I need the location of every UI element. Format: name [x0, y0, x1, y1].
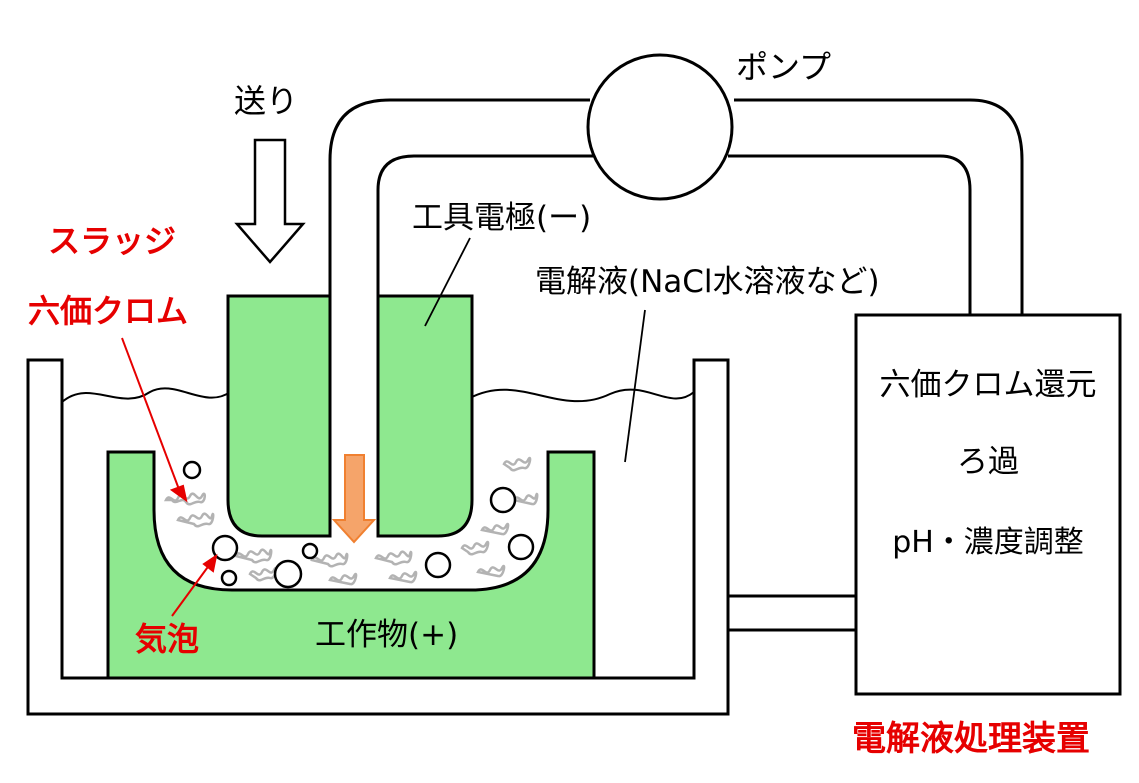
label-treatment-line2: ろ過: [957, 444, 1019, 480]
arrow-bubbles: [171, 563, 211, 617]
label-hexavalent-chromium: 六価クロム: [28, 292, 188, 330]
label-treatment-device: 電解液処理装置: [852, 719, 1090, 759]
sludge-particle: [310, 552, 349, 568]
bubble: [489, 486, 517, 514]
bubble: [424, 551, 452, 579]
sludge-particle: [502, 456, 532, 472]
sludge-particle: [512, 492, 539, 506]
leader-tool-electrode: [424, 237, 471, 327]
tool-electrode: [226, 294, 332, 538]
label-treatment-line3: pH・濃度調整: [892, 525, 1084, 560]
bubble: [182, 460, 202, 480]
sludge-particle: [176, 512, 215, 528]
pump: [586, 53, 734, 201]
leader-electrolyte: [624, 309, 646, 463]
arrowhead: [202, 553, 218, 573]
liquid-surface-left: [61, 387, 231, 403]
workpiece: [106, 450, 596, 680]
sludge-particle: [476, 564, 506, 578]
label-electrolyte: 電解液(NaCl水溶液など): [535, 264, 880, 300]
tool-electrode-right: [376, 294, 474, 538]
supply-pipe-inner: [376, 154, 972, 315]
bubble: [220, 569, 238, 587]
sludge-particle: [460, 540, 490, 556]
treatment-device-box: [854, 313, 1122, 696]
sludge-particle: [388, 570, 418, 584]
return-pipe: [728, 594, 856, 632]
liquid-surface-right: [469, 388, 695, 403]
arrowhead: [169, 484, 188, 503]
bubble: [507, 533, 535, 561]
label-bubbles: 気泡: [135, 620, 199, 658]
sludge-particle: [480, 522, 510, 536]
label-treatment-line1: 六価クロム還元: [880, 367, 1097, 403]
sludge-particle: [248, 566, 278, 582]
bubbles: [182, 460, 535, 589]
sludge-particle: [328, 572, 358, 586]
label-pump: ポンプ: [736, 48, 831, 86]
label-feed: 送り: [234, 82, 298, 120]
sludge-particle: [163, 492, 206, 506]
label-sludge: スラッジ: [48, 222, 176, 260]
sludge-particle: [374, 550, 413, 566]
feed-arrow: [234, 138, 306, 264]
flow-arrow: [331, 454, 377, 544]
sludge-particles: [163, 456, 539, 586]
bubble: [211, 534, 239, 562]
label-tool-electrode: 工具電極(ー): [412, 200, 591, 236]
red-arrows: [121, 337, 218, 617]
supply-pipe-outer: [328, 98, 1024, 315]
sludge-particle: [234, 548, 273, 564]
label-workpiece: 工作物(+): [315, 617, 458, 653]
bubble: [273, 559, 303, 589]
bubble: [301, 542, 319, 560]
arrow-hexavalent-chromium: [121, 337, 181, 493]
tank: [26, 358, 730, 716]
